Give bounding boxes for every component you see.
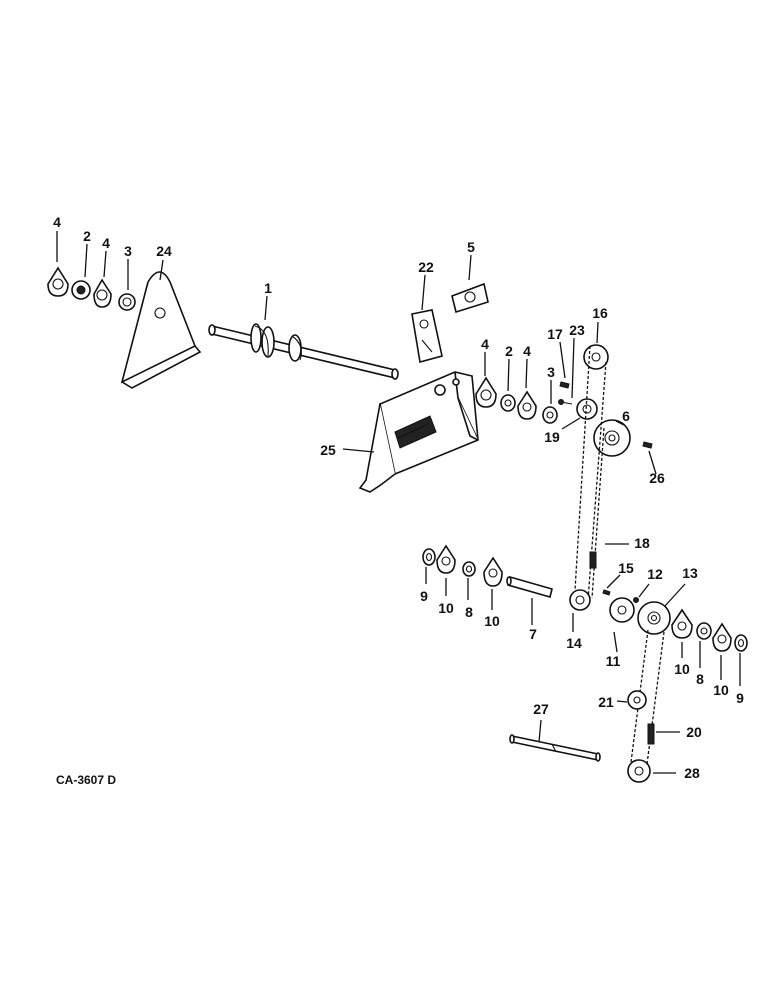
- callout-10-left-a: 10: [438, 600, 454, 616]
- flange-10a: [436, 544, 456, 574]
- callout-18: 18: [634, 535, 650, 551]
- center-bearing-flange-4a: [475, 376, 497, 408]
- callout-4-left-a: 4: [53, 214, 61, 230]
- callout-8-right: 8: [696, 671, 704, 687]
- callout-21: 21: [598, 694, 614, 710]
- key-15: [602, 589, 611, 596]
- callout-24: 24: [156, 243, 172, 259]
- auger-shaft-1: [208, 323, 399, 380]
- sprocket-16: [583, 344, 609, 370]
- chain-link-18: [589, 551, 597, 569]
- main-frame-25: [358, 371, 479, 493]
- bearing-8a: [462, 561, 476, 577]
- sprocket-21: [627, 690, 647, 710]
- collar-9a: [422, 548, 436, 566]
- leader-lines: [56, 231, 741, 774]
- callout-13: 13: [682, 565, 698, 581]
- callout-labels: 4 2 4 3 24 1 22 5 4 2 4 3 17 23 16 6 19 …: [53, 214, 744, 781]
- mount-plate-22: [411, 309, 443, 364]
- callout-17: 17: [547, 326, 563, 342]
- callout-23: 23: [569, 322, 585, 338]
- callout-19: 19: [544, 429, 560, 445]
- collar-9b: [734, 634, 748, 652]
- callout-10-right-b: 10: [713, 682, 729, 698]
- callout-1: 1: [264, 280, 272, 296]
- flange-10d: [712, 622, 732, 652]
- sprocket-6: [593, 419, 631, 457]
- callout-2-center: 2: [505, 343, 513, 359]
- flange-10b: [483, 556, 503, 587]
- hub-11: [609, 597, 635, 623]
- callout-10-right-a: 10: [674, 661, 690, 677]
- callout-4-center-b: 4: [523, 343, 531, 359]
- callout-26: 26: [649, 470, 665, 486]
- sprocket-13: [637, 601, 671, 635]
- center-bearing-flange-4b: [517, 390, 537, 420]
- callout-6: 6: [622, 408, 630, 424]
- callout-3-left: 3: [124, 243, 132, 259]
- center-bearing-2: [500, 394, 516, 412]
- left-bearing-flange-4b: [93, 278, 112, 308]
- callout-22: 22: [418, 259, 434, 275]
- sprocket-28: [627, 759, 651, 783]
- left-bearing-2: [71, 280, 91, 300]
- sprocket-14: [569, 589, 591, 611]
- bolt-23: [558, 399, 573, 405]
- callout-10-left-b: 10: [484, 613, 500, 629]
- cotter-pin-17: [559, 381, 570, 389]
- drive-shaft-27: [509, 734, 601, 762]
- callout-8-left: 8: [465, 604, 473, 620]
- callout-2-left: 2: [83, 228, 91, 244]
- flange-10c: [671, 608, 693, 639]
- callout-15: 15: [618, 560, 634, 576]
- callout-14: 14: [566, 635, 582, 651]
- callout-28: 28: [684, 765, 700, 781]
- callout-20: 20: [686, 724, 702, 740]
- callout-3-center: 3: [547, 364, 555, 380]
- bearing-8b: [696, 622, 712, 640]
- callout-5: 5: [467, 239, 475, 255]
- key-26: [642, 441, 653, 449]
- left-collar-3: [118, 293, 136, 311]
- callout-11: 11: [606, 653, 621, 669]
- drawing-code: CA-3607 D: [56, 773, 116, 787]
- callout-25: 25: [320, 442, 336, 458]
- callout-4-left-b: 4: [102, 235, 110, 251]
- callout-7: 7: [529, 626, 537, 642]
- callout-12: 12: [647, 566, 663, 582]
- shaft-7: [506, 576, 553, 598]
- sprocket-19: [576, 398, 598, 420]
- set-screw-12: [633, 597, 639, 603]
- callout-16: 16: [592, 305, 608, 321]
- center-collar-3: [542, 406, 558, 424]
- callout-4-center-a: 4: [481, 336, 489, 352]
- bearing-plate-5: [451, 282, 489, 314]
- callout-9-left: 9: [420, 588, 428, 604]
- support-bracket-24: [120, 271, 202, 389]
- callout-9-right: 9: [736, 690, 744, 706]
- left-bearing-flange-4a: [47, 266, 69, 297]
- chain-link-20: [647, 723, 655, 745]
- upper-chain: [574, 345, 607, 601]
- callout-27: 27: [533, 701, 549, 717]
